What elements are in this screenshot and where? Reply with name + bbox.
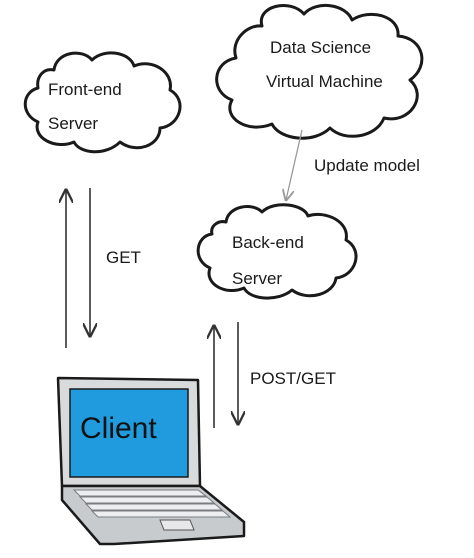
frontend-cloud: Front-end Server bbox=[23, 51, 182, 154]
update-model-label: Update model bbox=[314, 156, 420, 175]
trackpad bbox=[159, 519, 195, 531]
client-label: Client bbox=[80, 412, 157, 445]
datascience-cloud: Data Science Virtual Machine bbox=[215, 3, 424, 140]
frontend-label-line2: Server bbox=[48, 114, 98, 133]
get-label: GET bbox=[106, 248, 141, 267]
datascience-label-line1: Data Science bbox=[270, 38, 371, 57]
frontend-label-line1: Front-end bbox=[48, 80, 122, 99]
laptop-client: Client bbox=[56, 376, 246, 546]
backend-label-line2: Server bbox=[232, 269, 282, 288]
backend-label-line1: Back-end bbox=[232, 233, 304, 252]
laptop-screen bbox=[69, 388, 189, 478]
backend-cloud: Back-end Server bbox=[196, 203, 358, 300]
update-model-arrow bbox=[286, 129, 303, 200]
keyboard bbox=[72, 489, 232, 518]
postget-label: POST/GET bbox=[250, 369, 336, 388]
datascience-label-line2: Virtual Machine bbox=[266, 72, 383, 91]
